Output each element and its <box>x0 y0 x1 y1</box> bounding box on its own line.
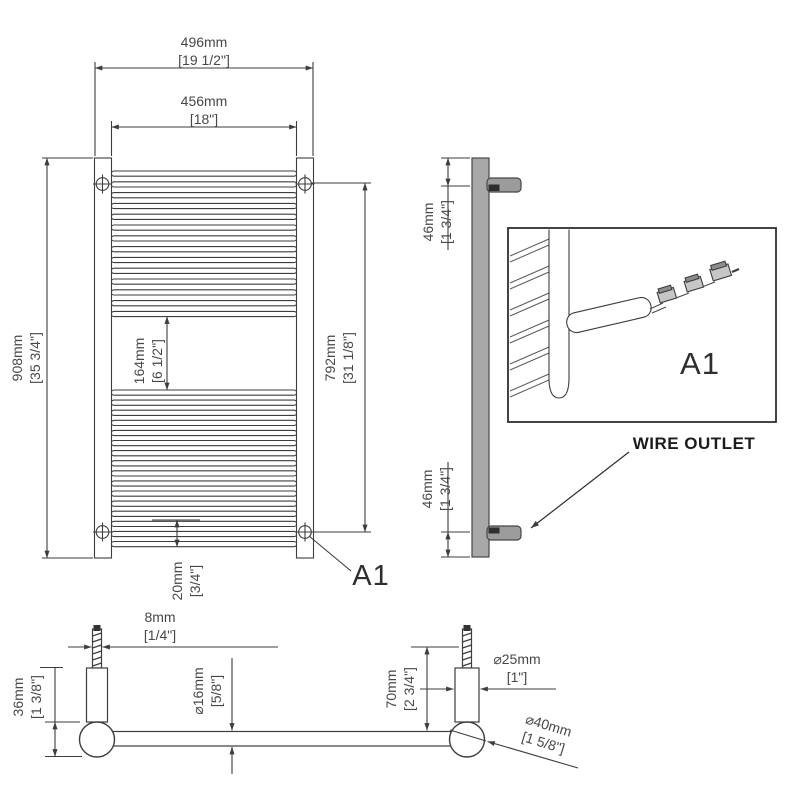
bottom-right-assembly <box>448 625 486 758</box>
dim-tube-dia: ⌀16mm [5/8"] <box>189 667 224 715</box>
dim-overall-width-lines <box>94 62 314 156</box>
dim-upright-dia: ⌀25mm [1"] <box>493 650 541 685</box>
side-top-pipe <box>486 177 522 193</box>
dim-bottom-offset: 20mm [3/4"] <box>168 561 203 601</box>
front-right-rail <box>295 157 315 559</box>
detail-connector <box>709 260 733 282</box>
bottom-right-upright <box>454 667 480 723</box>
mounting-screw-icon <box>93 522 112 542</box>
detail-connector <box>683 273 705 293</box>
bottom-right-ball <box>448 721 486 758</box>
dim-ball-dia-lines <box>449 729 579 769</box>
bottom-view <box>40 625 579 774</box>
dim-fixing-centres-lines <box>311 182 371 533</box>
detail-box <box>507 227 777 423</box>
detail-connector-pin <box>731 267 740 274</box>
dim-upright-height: 70mm [2 3/4"] <box>382 667 417 711</box>
dim-bracket-depth: 36mm [1 3/8"] <box>9 675 44 719</box>
bottom-left-ball <box>78 721 116 758</box>
detail-box-frame <box>507 227 777 423</box>
wire-outlet-callout: WIRE OUTLET <box>632 433 756 453</box>
dim-overall-height: 908mm [35 3/4"] <box>8 332 43 384</box>
side-bottom-pipe <box>486 525 522 541</box>
detail-connector <box>656 284 678 304</box>
bottom-left-assembly <box>78 625 116 758</box>
dim-side-top-offset: 46mm [1 3/4"] <box>419 200 454 244</box>
bottom-tube <box>109 730 453 747</box>
side-view <box>441 157 630 558</box>
front-bars <box>110 170 298 548</box>
front-a1-leader <box>308 535 352 572</box>
dim-side-top-lines <box>441 157 470 250</box>
detail-wires <box>649 281 716 314</box>
screw-icon <box>461 625 473 669</box>
front-left-rail <box>93 157 113 559</box>
dim-centre-gap: 164mm [6 1/2"] <box>130 337 165 385</box>
dim-side-bottom-offset: 46mm [1 3/4"] <box>418 467 453 511</box>
dim-bottom-offset-lines <box>152 519 200 548</box>
detail-side-tube <box>548 229 570 399</box>
detail-outlet-cylinder <box>566 296 652 334</box>
dim-fixing-centres: 792mm [31 1/8"] <box>321 332 356 384</box>
front-view <box>42 62 371 572</box>
bottom-left-upright <box>85 667 109 723</box>
dim-overall-height-lines <box>42 157 93 559</box>
side-profile-bar <box>471 157 490 558</box>
dim-screw: 8mm [1/4"] <box>143 608 177 643</box>
detail-label: A1 <box>680 345 720 381</box>
detail-hatch-bars <box>509 238 550 398</box>
wire-outlet-leader <box>530 451 630 529</box>
dim-inner-width: 456mm [18"] <box>180 92 228 127</box>
mounting-screw-icon <box>93 174 112 194</box>
screw-icon <box>91 625 103 669</box>
mounting-screw-icon <box>295 174 315 194</box>
mounting-screw-icon <box>295 522 315 542</box>
dim-inner-width-lines <box>110 121 298 156</box>
dim-bracket-depth-lines <box>40 666 82 758</box>
dim-side-bottom-lines <box>441 462 470 558</box>
dim-overall-width: 496mm [19 1/2"] <box>178 33 230 68</box>
front-detail-ref: A1 <box>352 560 390 593</box>
